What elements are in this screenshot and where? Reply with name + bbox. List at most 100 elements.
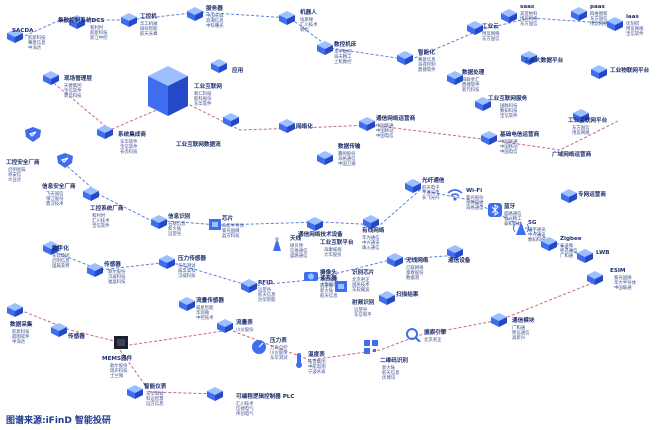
node-optical-icon <box>405 179 421 193</box>
node-sensor2-icon <box>51 323 67 337</box>
node-paas-label: paas <box>590 4 605 10</box>
node-wireless-icon <box>387 253 403 267</box>
node-dataproc-label: 数据处理 <box>462 70 485 76</box>
node-reader-items: 远望谷新大陆航天信息 <box>320 284 338 300</box>
node-digitize-icon <box>43 241 59 255</box>
node-scan-result-icon <box>379 291 395 305</box>
node-cnc-label: 数控机床 <box>334 42 357 48</box>
camera-icon <box>304 272 318 281</box>
node-scada-label: 集散控制系统DCS <box>58 18 105 24</box>
node-bluetooth-label: 蓝牙 <box>504 204 516 210</box>
node-robot-items: 埃斯顿汇川技术新松 <box>300 18 318 34</box>
node-datatx-items: 鑫网股份海格通信中国卫通 <box>338 152 356 168</box>
gauge-icon <box>252 340 266 354</box>
node-iiot-data-label: 工业互联网数据流 <box>176 142 221 148</box>
node-reader-label: 读写器 <box>320 276 337 282</box>
node-digitize-label: 数字化 <box>52 246 69 252</box>
node-app-icon <box>211 59 227 73</box>
node-iot-platform-icon <box>591 65 607 79</box>
node-scada-icon <box>69 15 85 29</box>
node-flow-sensor-label: 流量传感器 <box>196 298 224 304</box>
node-iaas-icon <box>607 17 623 31</box>
node-paas-icon <box>571 7 587 21</box>
node-ind-platform-label: 工业互联平台 <box>320 240 354 246</box>
node-wireless-items: 亿联网络富春股份数据港 <box>406 266 424 282</box>
node-search-engine-items: 北京君正 <box>424 338 442 343</box>
node-iiot-platform-label: 工业互联网平台 <box>568 118 608 124</box>
shield-icon <box>57 153 73 168</box>
node-saas-icon <box>501 9 517 23</box>
node-5g-items: 通宇通讯中兴通讯数知科技 <box>528 228 546 244</box>
node-sensor2-label: 传感器 <box>68 334 85 340</box>
node-server-items: 中国长城浪潮信息中科曙光 <box>206 14 224 30</box>
node-digitize-items: 东软集团启明信息国辰美特 <box>52 254 70 270</box>
node-daq-items: 航新科技超图软件中海达 <box>12 330 30 346</box>
node-sysint-items: 东华软件宝信软件长亮科技 <box>120 140 138 156</box>
node-smart-meter-items: 东华测试科远智慧远方信息 <box>146 392 164 408</box>
node-saas-label: saas <box>520 4 535 10</box>
node-basic-telecom-items: 中国联通中国移动中国电信 <box>500 140 518 156</box>
node-sensor-icon <box>87 263 103 277</box>
node-5g-label: 5G <box>528 220 537 226</box>
node-iiot-service-icon <box>475 97 491 111</box>
node-esim-label: ESIM <box>610 268 626 274</box>
node-iiot-platform-items: 东方国信用友网络 <box>572 126 590 137</box>
node-barcode-items: 新大陆航天信息优博讯 <box>382 366 400 382</box>
node-iaas-label: iaas <box>626 14 639 20</box>
node-iiot-data-icon <box>223 113 239 127</box>
node-flowmeter-items: 川仪股份 <box>236 328 254 333</box>
node-ind-sys-label: 工控系统厂商 <box>90 206 124 212</box>
node-cloud-label: 工业云 <box>482 24 499 30</box>
node-zigbee-icon <box>541 237 557 251</box>
node-plc-label: 可编程逻辑控制器 PLC <box>236 394 295 400</box>
node-infosec-label: 信息安全厂商 <box>42 184 76 190</box>
node-daq-label: 数据采集 <box>10 322 33 328</box>
node-wired-label: 有线网络 <box>362 228 385 234</box>
node-flowmeter-icon <box>217 319 233 333</box>
signal-tower-icon <box>513 222 529 235</box>
node-private-net-label: 专网运营商 <box>578 192 606 198</box>
node-sensor-items: 歌尔股份汉威科技福晶科技 <box>108 270 126 286</box>
node-camera-items: 海康威视大华股份 <box>320 278 338 289</box>
node-iiot-service-items: 国脉科技数知科技宝信软件 <box>500 104 518 120</box>
node-ipc-label: 工控机 <box>140 14 157 20</box>
node-comm-tech-label: 通信网络技术设备 <box>298 232 343 238</box>
node-dataproc-icon <box>447 71 463 85</box>
node-smartize-items: 赛意信息海得控制鼎捷软件 <box>418 58 436 74</box>
node-mes-label: 现场管理层 <box>64 76 92 82</box>
node-comm-device-label: 通信设备 <box>448 258 471 264</box>
node-cnc-items: 华中数控海天精工上机数控 <box>334 50 352 66</box>
node-info-id-label: 信息识别 <box>168 214 191 220</box>
node-comm-module-label: 通信模块 <box>512 318 535 324</box>
node-server-icon <box>187 7 203 21</box>
node-camera-label: 摄像头 <box>320 270 337 276</box>
node-telecom-label: 通信网络运营商 <box>376 116 416 122</box>
node-iiot-flow-label: 工业互联网 <box>194 84 222 90</box>
node-saas-items: 美亚柏科用友网络东方国信 <box>520 12 538 28</box>
node-chip-label: 芯片 <box>222 216 234 222</box>
search-icon <box>406 328 421 342</box>
node-ipc-icon <box>121 13 137 27</box>
qr-code-icon <box>364 340 378 354</box>
node-netize-label: 网络化 <box>296 124 313 130</box>
node-ind-sys-items: 和利时汇川技术宝信软件 <box>92 214 110 230</box>
node-rfid-icon <box>241 279 257 293</box>
node-infosec-items: 飞天诚信银江股份鼎汉技术 <box>46 192 64 208</box>
node-smartize-label: 智能化 <box>418 50 435 56</box>
wifi-icon <box>447 189 463 201</box>
node-mems-label: MEMS器件 <box>102 356 133 362</box>
connection-line <box>119 349 221 395</box>
thermometer-icon <box>296 353 302 368</box>
node-esim-items: 紫光国微华大半导体中国联通 <box>614 276 636 292</box>
chip-icon <box>335 281 347 292</box>
node-chip-items: 海思半导体紫光国微晶方科技 <box>222 224 244 240</box>
node-telecom-items: 中国联通中国移动中国电信 <box>376 124 394 140</box>
node-gauge-items: 万讯自控川仪股份东华测试 <box>270 346 288 362</box>
node-wireless-label: 无线网络 <box>406 258 429 264</box>
node-comm-device-icon <box>447 245 463 259</box>
node-search-engine-label: 搜索引擎 <box>424 330 447 336</box>
node-plc-icon <box>207 387 223 401</box>
node-optical-label: 光纤通信 <box>422 178 445 184</box>
node-comm-tech-icon <box>307 217 323 231</box>
